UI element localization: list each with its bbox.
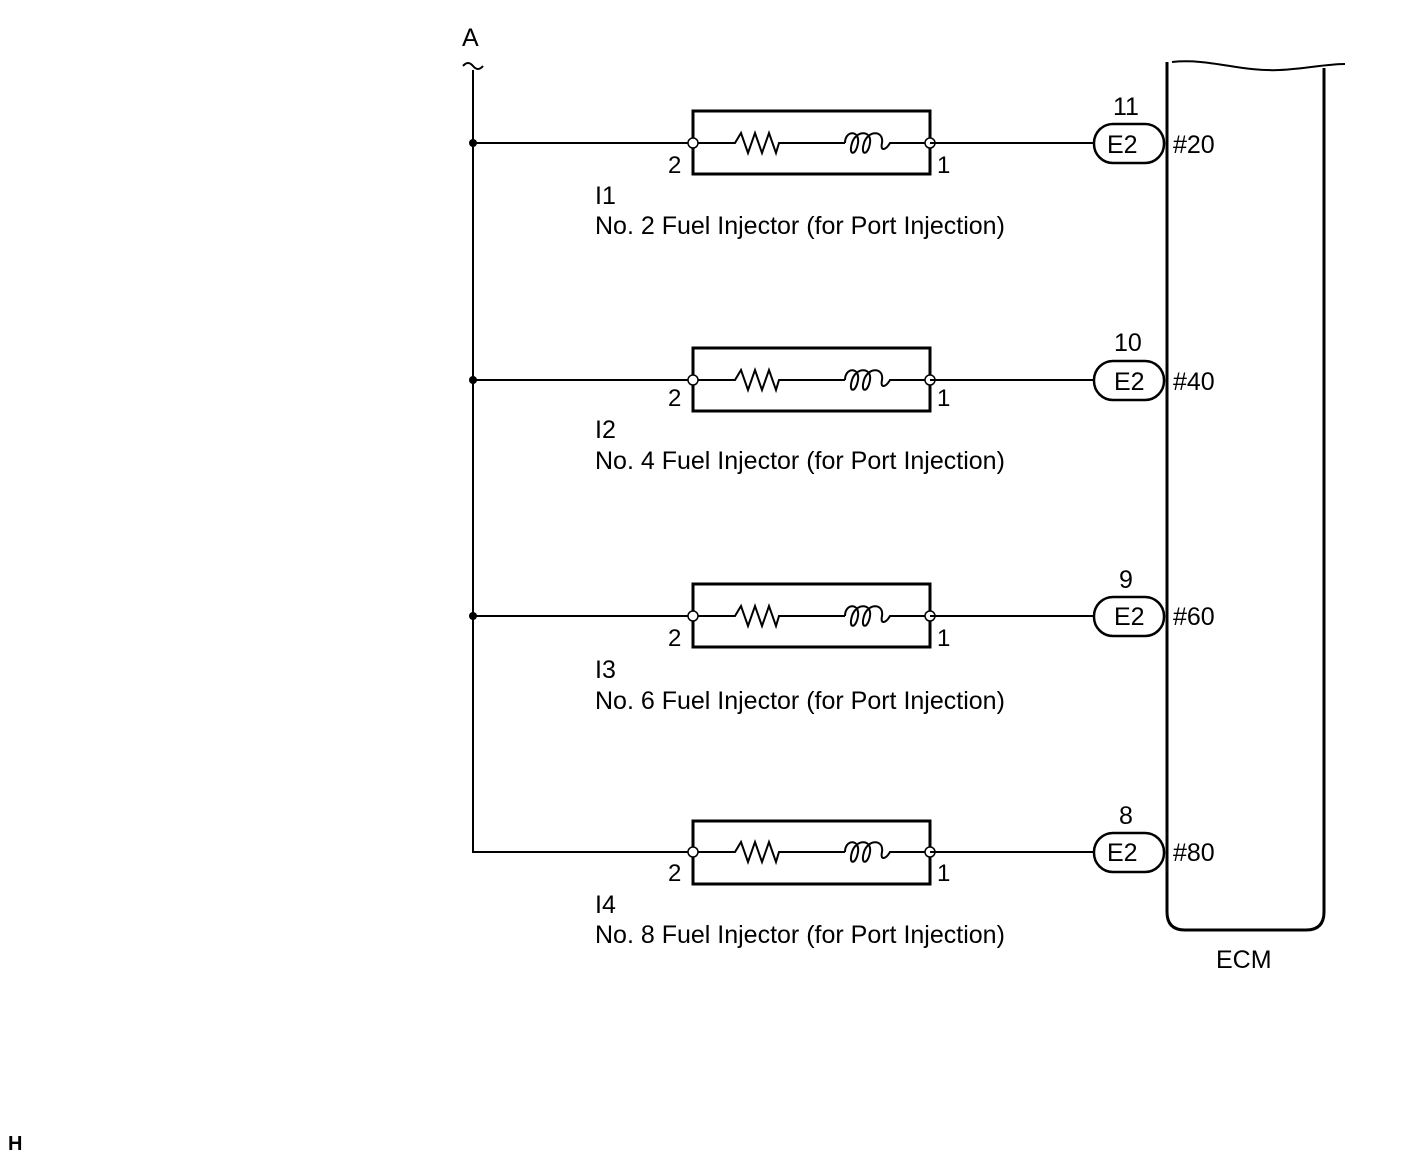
coil-symbol [844,605,930,627]
terminal [687,374,699,386]
injector-circuit: E2 11 #20 2 1 I1 No. 2 Fuel Injector (fo… [469,93,1215,240]
pin-label: 1 [937,152,950,179]
ecm-connector [1092,831,1166,874]
connector-id: I1 [595,182,616,210]
pin-label: 2 [668,860,681,887]
connector-id: I4 [595,891,616,919]
ecm-terminal-label: #80 [1173,839,1215,867]
connector-id: I2 [595,416,616,444]
ecm-body [1165,62,1326,932]
pin-label: 1 [937,625,950,652]
injector-name: No. 2 Fuel Injector (for Port Injection) [595,212,1005,240]
terminal [687,610,699,622]
ecm-connector [1092,359,1166,402]
ecm-connector [1092,122,1166,165]
coil-symbol [844,132,930,154]
terminal [687,846,699,858]
bus-label: A [462,24,479,52]
pin-label: 2 [668,385,681,412]
ecm-pin-number: 9 [1119,566,1133,594]
ecm-terminal-label: #40 [1173,368,1215,396]
injector-name: No. 4 Fuel Injector (for Port Injection) [595,447,1005,475]
ecm-pin-number: 11 [1113,93,1139,121]
injector-circuit: E2 9 #60 2 1 I3 No. 6 Fuel Injector (for… [469,566,1215,715]
terminal [687,137,699,149]
ecm-label: ECM [1216,946,1272,974]
ecm-connector-label: E2 [1107,839,1138,867]
pin-label: 1 [937,860,950,887]
resistor-symbol [693,366,845,394]
pin-label: 2 [668,152,681,179]
pin-label: 1 [937,385,950,412]
ecm-connector-label: E2 [1107,131,1138,159]
ecm-connector-label: E2 [1114,368,1145,396]
connector-id: I3 [595,656,616,684]
ecm-pin-number: 10 [1114,329,1142,357]
injector-name: No. 8 Fuel Injector (for Port Injection) [595,921,1005,949]
resistor-symbol [693,602,845,630]
ecm-break-line [1171,60,1346,72]
ecm-terminal-label: #60 [1173,603,1215,631]
injector-circuit: E2 10 #40 2 1 I2 No. 4 Fuel Injector (fo… [469,329,1215,475]
ecm-terminal-label: #20 [1173,131,1215,159]
coil-symbol [844,369,930,391]
wire-break-mark [462,62,484,70]
pin-label: 2 [668,625,681,652]
injector-name: No. 6 Fuel Injector (for Port Injection) [595,687,1005,715]
ecm-pin-number: 8 [1119,802,1133,830]
resistor-symbol [693,129,845,157]
ecm-connector-label: E2 [1114,603,1145,631]
injector-circuit: E2 8 #80 2 1 I4 No. 8 Fuel Injector (for… [473,802,1215,949]
resistor-symbol [693,838,845,866]
coil-symbol [844,841,930,863]
ecm-connector [1092,595,1166,638]
corner-mark: H [8,1133,22,1155]
